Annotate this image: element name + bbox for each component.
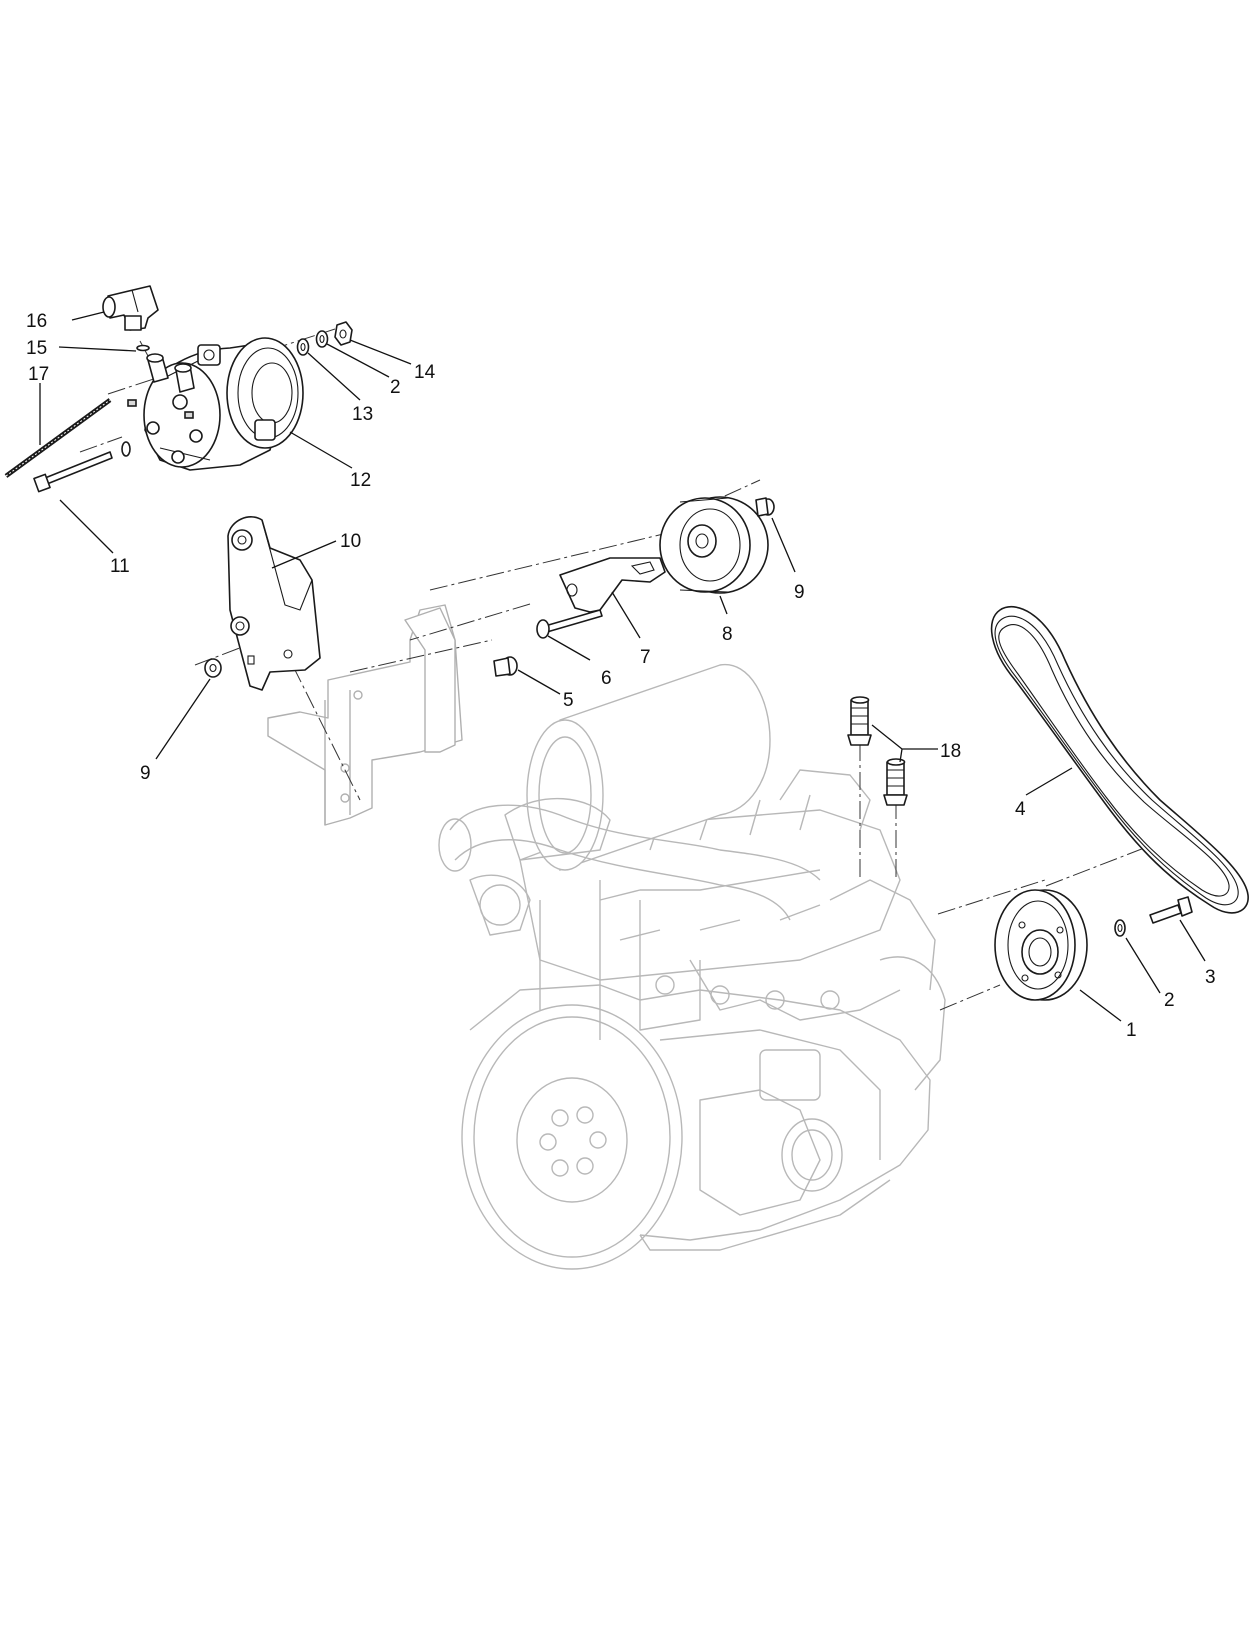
callout-2-upper: 2 [390, 377, 401, 398]
callout-5: 5 [563, 690, 574, 711]
callout-7: 7 [640, 647, 651, 668]
idler-pulley-8 [659, 496, 769, 594]
crank-pulley-1 [994, 889, 1088, 1001]
callout-18: 18 [940, 741, 961, 762]
leader-lines [39, 311, 1206, 1022]
nut-14 [334, 321, 353, 346]
callout-8: 8 [722, 624, 733, 645]
callout-3: 3 [1205, 967, 1216, 988]
callout-1: 1 [1126, 1020, 1137, 1041]
engine-assembly [438, 664, 946, 1270]
callout-10: 10 [340, 531, 361, 552]
callout-13: 13 [352, 404, 373, 425]
drive-belt-4 [990, 606, 1249, 914]
pin-6 [536, 609, 603, 639]
callout-11: 11 [110, 556, 130, 577]
washer-2-lower [1114, 919, 1126, 937]
engine-mount-bracket [267, 604, 463, 826]
compressor-bracket-10 [227, 516, 321, 691]
bolt-3 [1149, 896, 1193, 924]
callout-2-lower: 2 [1164, 990, 1175, 1011]
assembly-lines [79, 328, 1166, 1011]
o-ring-15 [136, 344, 150, 352]
bolt-11 [33, 451, 113, 493]
callout-labels: 16 15 17 14 2 13 12 11 10 9 8 7 6 5 9 18… [26, 311, 1216, 1041]
elbow-fitting-16 [102, 285, 159, 331]
callout-4: 4 [1015, 799, 1026, 820]
callout-9-left: 9 [140, 763, 151, 784]
threaded-rod-17 [4, 398, 112, 478]
callout-12: 12 [350, 470, 371, 491]
idler-bracket-7 [559, 557, 666, 613]
callout-17: 17 [28, 364, 49, 385]
callout-15: 15 [26, 338, 47, 359]
bolt-5 [493, 656, 518, 677]
callout-16: 16 [26, 311, 47, 332]
callout-14: 14 [414, 362, 436, 383]
callout-6: 6 [601, 668, 612, 689]
spacer-9-left [204, 658, 222, 678]
callout-9-right: 9 [794, 582, 805, 603]
lock-washer-2 [315, 330, 329, 348]
compressor-12 [127, 337, 304, 471]
spacer-9-right [755, 497, 775, 517]
fitting-18-b [883, 758, 908, 806]
washer-13 [296, 338, 310, 356]
fitting-18-a [847, 696, 872, 746]
washer-11 [121, 441, 131, 457]
